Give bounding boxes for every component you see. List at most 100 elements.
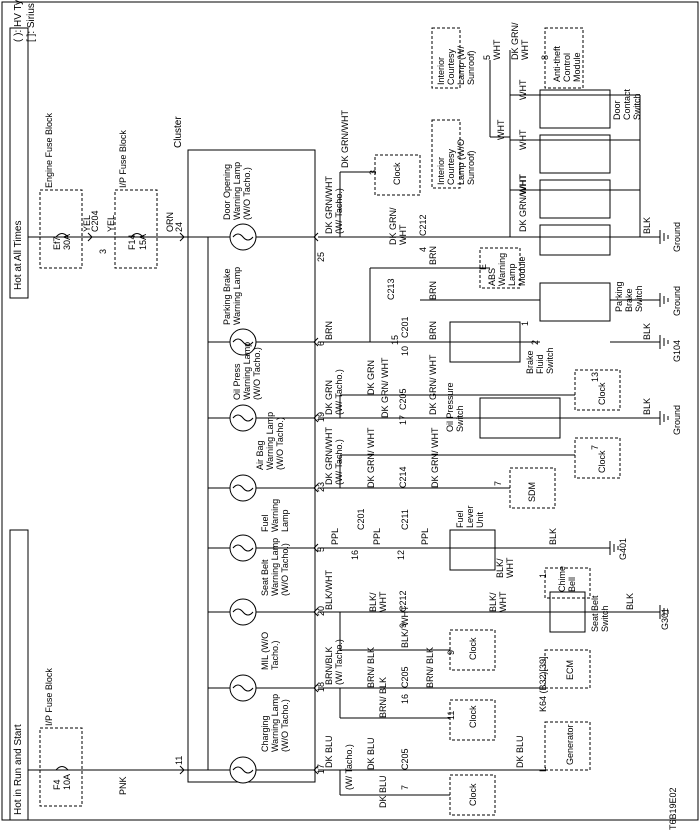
pin-4: 4 [418,246,428,252]
connector-c204: C204 [90,210,100,232]
wire-dkgrnwht-6: DK GRN/ WHT [428,354,438,416]
connector-c201-2: C201 [356,508,366,530]
tacho-1: (W/ Tacho.) [334,188,344,234]
legend-sirius: [ ]: Sirius D4 [26,0,37,42]
wire-dkblu-3: DK BLU [378,775,388,808]
lamp-mil-label: MIL (W/O Tacho.) [260,631,280,670]
sdm-label: SDM [527,482,537,502]
wire-wht-2: WHT [496,119,506,141]
wire-dkgrnwht-7: DK GRN/ WHT [366,427,376,489]
connector-c205-2: C205 [400,666,410,688]
cluster-box [187,149,316,783]
pin-5-courtesy: 5 [482,54,492,60]
ground-label-2: Ground [672,285,682,316]
fuse-f14-symbol [130,233,144,238]
wire-dkgrn-2: DK GRN [366,359,376,395]
pin-1-brake: 1 [520,320,530,326]
ip-fuse-block-bottom-label: I/P Fuse Block [44,668,54,726]
lamp-seat-belt-label: Seat Belt Warning Lamp (W/O Tacho.) [260,537,290,596]
connector-c201-1: C201 [400,316,410,338]
pin-11-clock: 11 [446,710,456,720]
wire-dkblu-4: DK BLU [515,735,525,768]
g401-label: G401 [618,537,628,560]
wire-blkwht-2: BLK/ WHT [368,591,388,613]
oil-switch-label: Oil Pressure Switch [445,382,465,432]
connector-c211: C211 [400,509,410,530]
fuse-f4-label: F4 [52,779,62,790]
fuse-f14-label: F14 [127,234,137,250]
door-switch-label: Door Contact Switch [612,88,642,120]
tacho-2: (W/ Tacho.) [334,369,344,415]
hot-at-all-times-label: Hot at All Times [13,220,24,290]
clock-boxes [374,27,621,816]
pin-8: 8 [540,54,550,60]
wire-dkblu-2: DK BLU [366,737,376,770]
wire-dkgrnwht-top-2: DK GRN/WHT [518,174,528,232]
fuse-ef7-label: Ef7 [52,236,62,250]
pin24-chevron [179,232,185,242]
ground-icon-g104 [650,335,669,349]
wire-dkgrnwht-3: DK GRN/WHT [324,427,334,485]
lamp-air-bag-label: Air Bag Warning Lamp (W/O Tacho.) [255,411,285,470]
pin-17-c205: 17 [398,414,408,425]
ip-fuse-block-top [114,189,158,269]
wire-dkblu-1: DK BLU [324,735,334,768]
clock-6: Clock [468,783,478,806]
generator-label: Generator [565,724,575,765]
wire-wht-3: WHT [518,79,528,101]
ground-icon-1 [650,230,669,244]
wire-brnblk-2: BRN/ BLK [366,646,376,688]
pin-7-sdm: 7 [493,480,503,486]
clock-1: Clock [392,162,402,185]
pin-7-c205: 7 [400,784,410,790]
ground-label-3: Ground [672,404,682,435]
cluster-output-chevrons [313,232,319,775]
brake-fluid-label: Brake Fluid Switch [525,347,555,374]
clock-4: Clock [468,637,478,660]
pin-9-clock: 9 [446,649,456,655]
clock-5: Clock [468,705,478,728]
wire-wht-4: WHT [518,129,528,151]
ground-symbols [609,230,669,619]
lamp-door-opening-label: Door Opening Warning Lamp (W/O Tacho.) [222,161,252,220]
engine-fuse-block [39,189,83,269]
pin-10: 10 [400,345,410,356]
fuse-f14-rating: 15A [138,233,148,250]
wire-ppl-1: PPL [330,527,340,545]
pin-12: 12 [396,549,406,560]
chime-bell-label: Chime Bell [557,565,577,592]
wire-dkgrnwht-top: DK GRN/ WHT [510,22,530,60]
ecm-label: ECM [565,660,575,680]
wire-brn-1: BRN [324,320,334,340]
lamp-door-opening-icon [229,223,257,251]
wire-dkgrnwht-1: DK GRN/WHT [324,176,334,234]
wire-blkwht-3: BLK/ WHT [488,591,508,613]
ip-fuse-block-top-label: I/P Fuse Block [118,130,128,188]
pin-5: 5 [316,546,326,552]
fuse-ef7-symbol [55,233,69,238]
ground-icon-g301 [650,605,669,619]
connector-c205-1: C205 [398,388,408,410]
ip-fuse-block-bottom [39,727,83,807]
lamp-row-wires [208,236,315,689]
pin-16: 16 [350,549,360,560]
wire-brn-3: BRN [428,280,438,300]
courtesy-no-sunroof-label: Interior Courtesy Lamp (W/O Sunroof) [436,138,476,185]
courtesy-sunroof-label: Interior Courtesy Lamp (W/ Sunroof) [436,45,476,85]
lamp-oil-press-icon [229,404,257,432]
ground-icon-3 [650,411,669,425]
lamp-oil-press-label: Oil Press Warning Lamp (W/O Tacho.) [232,341,262,400]
pin-15: 15 [390,334,400,345]
tacho-3: (W/ Tacho.) [334,439,344,485]
lamp-parking-brake-icon [229,328,257,356]
wire-blkwht-5: BLK/ WHT [400,605,410,648]
pin-25: 25 [316,251,326,262]
pin-11: 11 [174,755,184,765]
ecm-pin-label: K64 (B32)[39] [538,656,548,712]
pin-3-clock: 3 [368,169,378,175]
hot-in-run-label: Hot in Run and Start [13,724,24,815]
wire-dkgrnwht-2: DK GRN/WHT [340,110,350,168]
pin-24: 24 [174,221,184,232]
lamp-parking-brake-label: Parking Brake Warning Lamp [222,266,242,325]
wire-dkgrnwht-8: DK GRN/ WHT [430,427,440,489]
